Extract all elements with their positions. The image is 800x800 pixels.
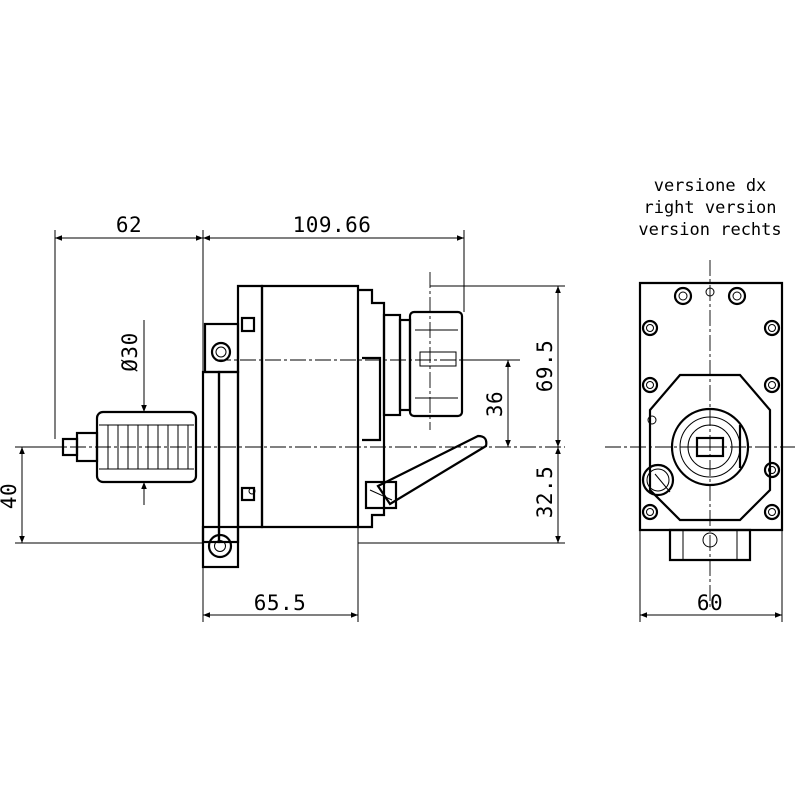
main-housing: [236, 284, 386, 529]
screw-icon-group: [641, 286, 781, 521]
dim-60-label: 60: [697, 591, 723, 615]
dim-32-5-label: 32.5: [533, 466, 557, 519]
dimension-lines: [15, 230, 565, 622]
collet-nut: [382, 310, 464, 418]
dim-36-label: 36: [483, 391, 507, 417]
collet-outer-ring: [670, 407, 750, 487]
dim-62-label: 62: [116, 213, 142, 237]
central-boss: [648, 373, 772, 522]
side-view: [45, 272, 565, 569]
dim-diameter-30-label: Ø30: [118, 332, 142, 371]
version-note-line-2: right version: [643, 198, 776, 218]
dim-109-66-label: 109.66: [293, 213, 372, 237]
version-note: versione dx right version version rechts: [638, 176, 781, 240]
flange: [201, 316, 256, 569]
clamp-lever: [364, 434, 488, 510]
dimension-labels: 62 109.66 Ø30 69.5 36 32.5 40 65.5: [0, 213, 557, 615]
lever-knob: [641, 463, 675, 497]
spline-shank: [61, 410, 198, 484]
end-view-dimension: 60: [639, 530, 783, 622]
version-note-line-1: versione dx: [654, 176, 767, 196]
version-note-line-3: version rechts: [638, 220, 781, 240]
end-view-lower-block: [668, 528, 752, 562]
end-view: [605, 260, 795, 610]
dim-69-5-label: 69.5: [533, 340, 557, 393]
end-view-outline: [638, 281, 784, 532]
dim-65-5-label: 65.5: [254, 591, 307, 615]
dim-40-label: 40: [0, 483, 21, 509]
